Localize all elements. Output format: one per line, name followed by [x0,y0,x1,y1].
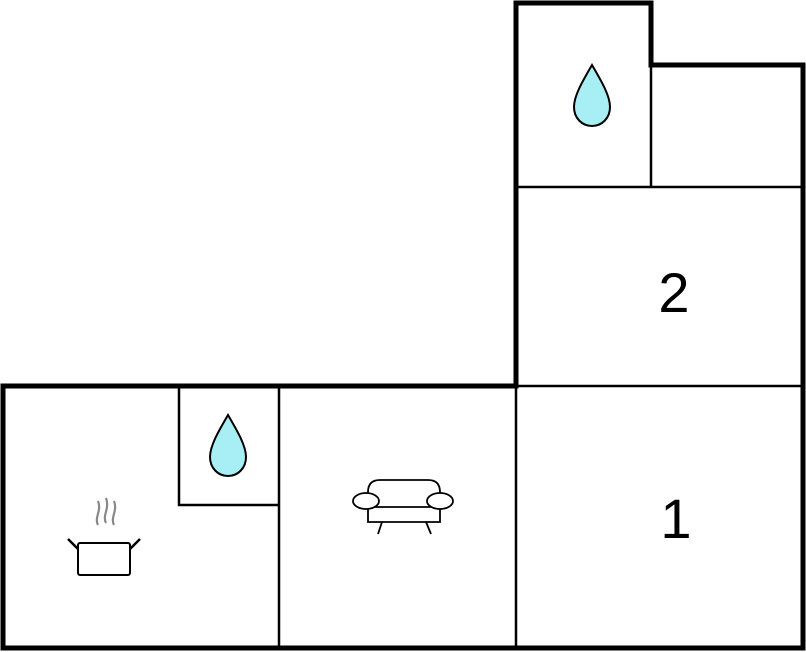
water-drop-icon [572,63,612,128]
room-storage [653,67,801,185]
room-number-1: 1 [660,487,691,550]
room-kitchen [67,497,141,576]
cooking-pot-icon [67,497,141,576]
interior-walls [177,65,803,648]
room-bedroom-1: 1 [660,487,691,550]
room-number-2: 2 [658,261,689,324]
water-drop-icon [208,413,248,478]
sofa-icon [352,479,454,535]
room-bedroom-2: 2 [658,261,689,324]
room-living-room [352,479,454,535]
room-bathroom-lower [208,413,248,478]
room-bathroom-upper [572,63,612,128]
